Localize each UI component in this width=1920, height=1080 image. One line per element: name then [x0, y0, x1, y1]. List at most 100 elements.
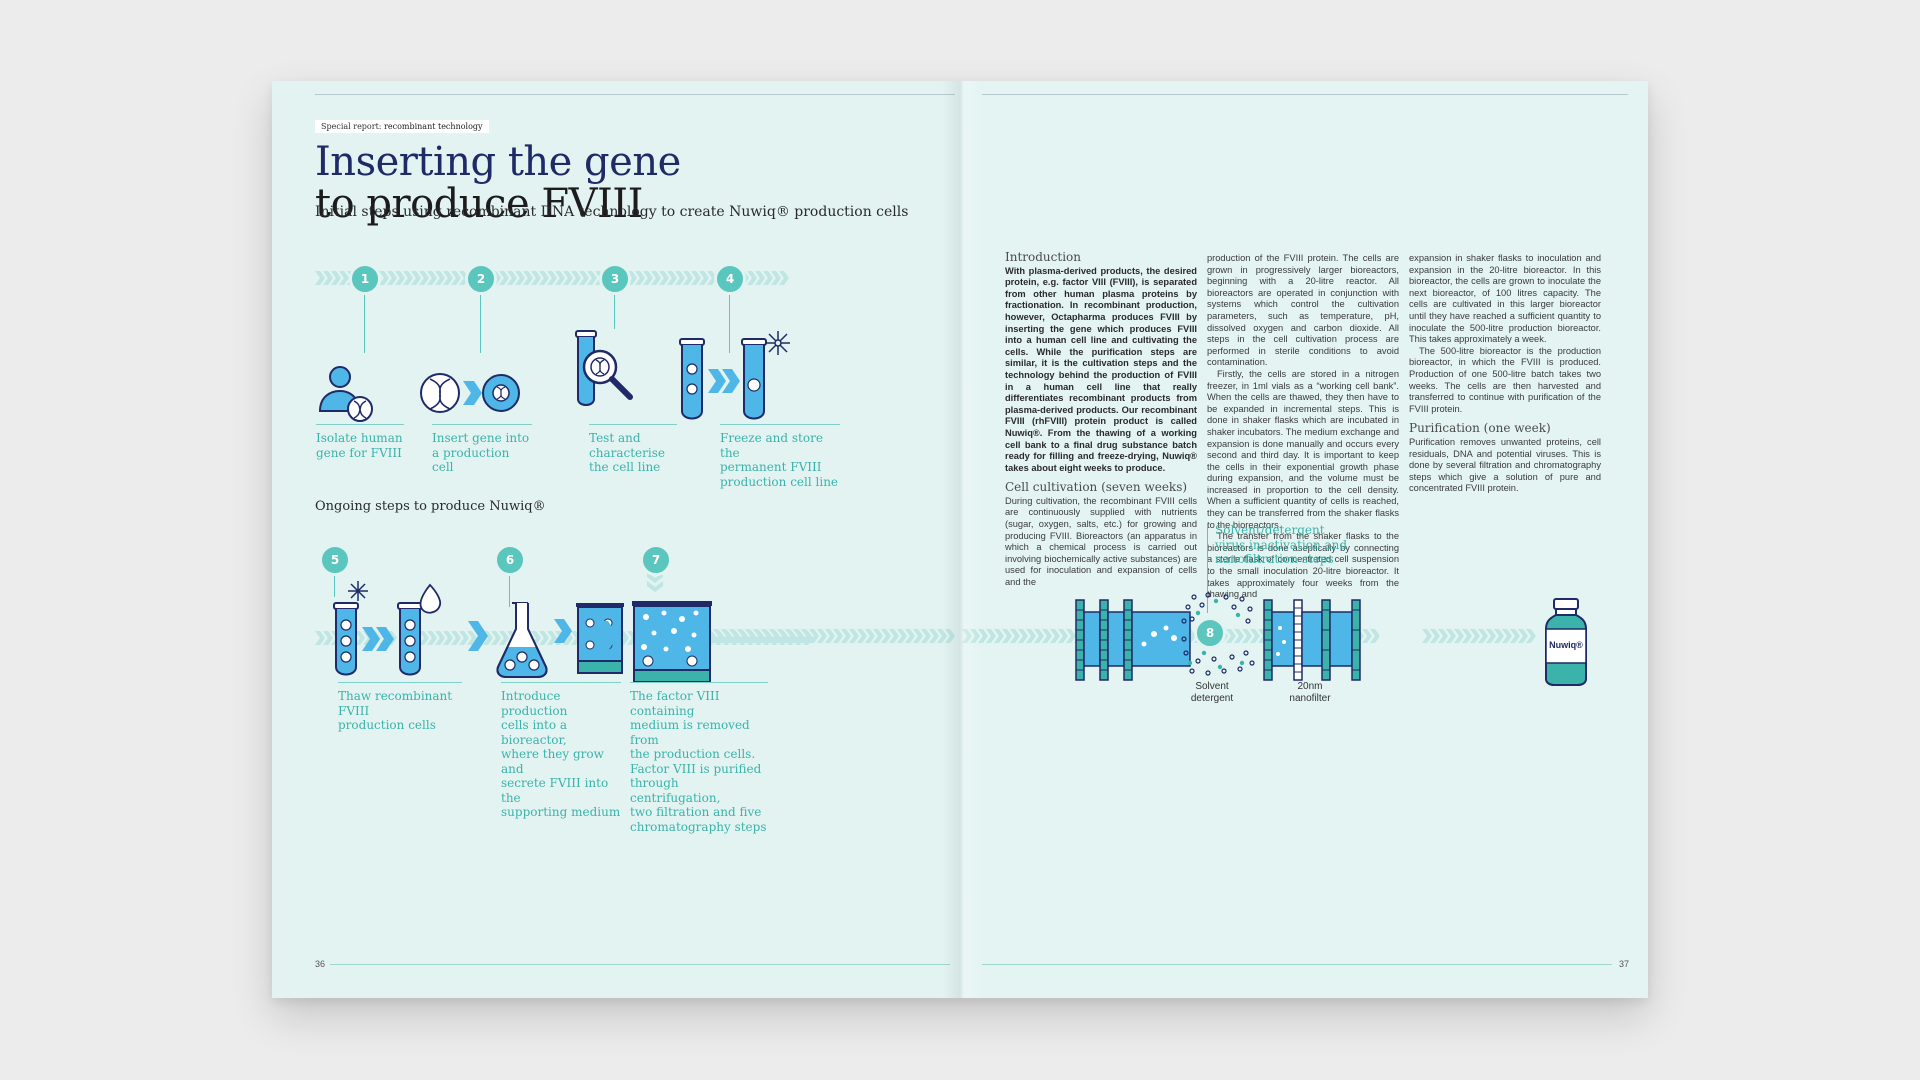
col2-paragraph-3: The transfer from the shaker flasks to t… [1207, 531, 1399, 600]
step-1-badge: 1 [349, 263, 381, 295]
process-arrow-main-left [697, 629, 955, 643]
step-8-badge: 8 [1194, 617, 1226, 649]
chevron-mark [1454, 629, 1464, 643]
chevron-mark [761, 629, 771, 643]
chevron-mark [1446, 629, 1456, 643]
top-rule [982, 94, 1628, 95]
chevron-mark [379, 271, 389, 285]
right-page: Introduction With plasma-derived product… [962, 81, 1648, 998]
chevron-mark [1250, 629, 1260, 643]
chevron-mark [443, 631, 453, 645]
col2-paragraph-1: production of the FVIII protein. The cel… [1207, 253, 1399, 368]
arrow-right-icon [598, 621, 618, 651]
connector-line [729, 271, 730, 353]
chevron-mark [547, 631, 557, 645]
chevron-mark [737, 629, 747, 643]
top-rule [315, 94, 955, 95]
chromatography-columns-icon [1075, 599, 1191, 681]
large-bioreactor-icon [632, 601, 712, 683]
chevron-mark [1018, 629, 1028, 643]
chevron-mark [683, 271, 693, 285]
chevron-mark [753, 629, 763, 643]
step-5-badge: 5 [319, 544, 351, 576]
process-arrow-tail [1422, 629, 1536, 643]
col3-paragraph-2: The 500-litre bioreactor is the producti… [1409, 345, 1601, 414]
step-8-label: Solvent/detergent virus inactivation and… [1215, 523, 1348, 566]
chevron-mark [1438, 629, 1448, 643]
chevron-mark [651, 271, 661, 285]
bottom-rule [330, 964, 950, 965]
chevron-mark [1034, 629, 1044, 643]
purification-body: Purification removes unwanted proteins, … [1409, 436, 1601, 494]
chevron-mark [937, 629, 947, 643]
chevron-mark [825, 629, 835, 643]
page-title-line1: Inserting the gene [315, 139, 681, 185]
chevron-mark [1370, 629, 1380, 643]
chevron-mark [1462, 629, 1472, 643]
connector-line [1207, 523, 1208, 613]
chevron-mark [833, 629, 843, 643]
chevron-mark [643, 271, 653, 285]
chevron-mark [531, 271, 541, 285]
text-column-2: production of the FVIII protein. The cel… [1207, 253, 1399, 601]
chevron-mark [635, 271, 645, 285]
chevron-mark [659, 271, 669, 285]
section2-heading: Ongoing steps to produce Nuwiq® [315, 499, 546, 514]
chevron-mark [1066, 629, 1076, 643]
freeze-store-icon [679, 331, 790, 420]
chevron-mark [986, 629, 996, 643]
step-3-badge: 3 [599, 263, 631, 295]
chevron-mark [1518, 629, 1528, 643]
solvent-detergent-particles [1181, 592, 1255, 676]
chevron-mark [889, 629, 899, 643]
chevron-mark [403, 271, 413, 285]
chevron-mark [1510, 629, 1520, 643]
chevron-mark [499, 271, 509, 285]
insert-gene-icon [420, 373, 520, 413]
step-2-badge: 2 [465, 263, 497, 295]
chevron-mark [1470, 629, 1480, 643]
introduction-heading: Introduction [1005, 250, 1081, 264]
chevron-mark [571, 271, 581, 285]
bioreactor-flask-icon [496, 602, 624, 678]
chevron-mark [387, 271, 397, 285]
chevron-mark [435, 271, 445, 285]
section-tag: Special report: recombinant technology [315, 120, 489, 133]
chevron-mark [970, 629, 980, 643]
chevron-mark [1362, 629, 1372, 643]
chevron-mark [1042, 629, 1052, 643]
chevron-mark [315, 631, 325, 645]
cell-cultivation-heading: Cell cultivation (seven weeks) [1005, 480, 1188, 495]
chevron-mark [793, 629, 803, 643]
chevron-mark [994, 629, 1004, 643]
chevron-mark [905, 629, 915, 643]
chevron-mark [555, 271, 565, 285]
chevron-mark [1010, 629, 1020, 643]
chevron-mark [777, 629, 787, 643]
chevron-mark [539, 271, 549, 285]
page-number-right: 37 [1619, 959, 1630, 969]
chevron-mark [1486, 629, 1496, 643]
chevron-mark [547, 271, 557, 285]
chevron-mark [691, 271, 701, 285]
chevron-mark [865, 629, 875, 643]
bottle-label: Nuwiq® [1549, 640, 1583, 650]
chevron-mark [1226, 629, 1236, 643]
chevron-mark [499, 631, 509, 645]
chevron-mark [897, 629, 907, 643]
nuwiq-bottle-icon [1545, 598, 1587, 686]
chevron-mark [419, 271, 429, 285]
step-5-caption: Thaw recombinant FVIII production cells [338, 682, 462, 733]
chevron-mark [1494, 629, 1504, 643]
step-6-badge: 6 [494, 544, 526, 576]
tag-topic: recombinant technology [384, 122, 483, 131]
chevron-mark [849, 629, 859, 643]
chevron-mark [801, 629, 811, 643]
chevron-mark [779, 271, 789, 285]
step-7-badge: 7 [640, 544, 672, 576]
introduction-body: With plasma-derived products, the desire… [1005, 265, 1197, 473]
solvent-detergent-caption: Solvent detergent [1190, 681, 1234, 704]
chevron-mark [427, 271, 437, 285]
chevron-mark [443, 271, 453, 285]
chevron-mark [451, 631, 461, 645]
